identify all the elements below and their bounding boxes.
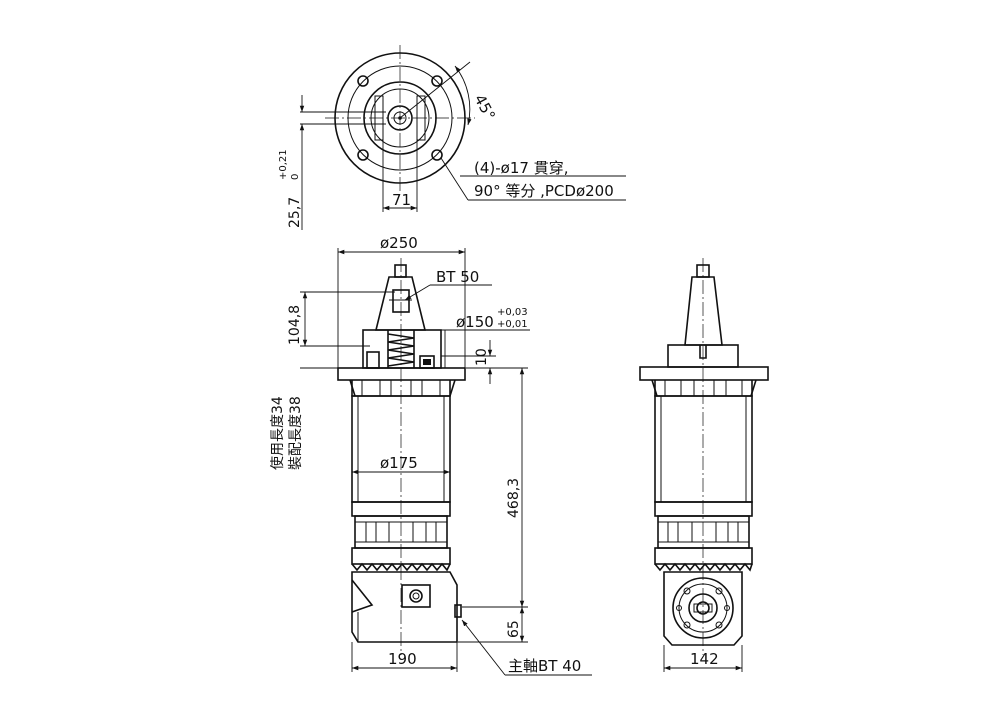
bt50-label: BT 50 bbox=[436, 268, 479, 286]
side-rib-slot-3 bbox=[727, 521, 739, 543]
pull-stud bbox=[394, 264, 407, 278]
left-key bbox=[366, 351, 380, 369]
bolt-hole-bl bbox=[357, 149, 369, 161]
front-view: ø250 BT 50 ø150 +0,03 +0,01 104,8 bbox=[269, 234, 592, 676]
side-view: 142 bbox=[639, 258, 769, 672]
head-left-detail bbox=[351, 579, 374, 613]
bolt-hole-tl bbox=[357, 75, 369, 87]
side-band-lower bbox=[654, 547, 753, 565]
rib-slot-1 bbox=[365, 521, 377, 543]
side-band-upper bbox=[654, 501, 753, 517]
side-bolt-2 bbox=[715, 587, 723, 595]
angle-45-label: 45° bbox=[470, 91, 498, 123]
side-bolt-3 bbox=[683, 621, 691, 629]
drive-key-fill bbox=[423, 359, 431, 365]
bt50-taper bbox=[374, 276, 427, 331]
spring bbox=[387, 333, 415, 367]
gear-teeth bbox=[351, 562, 451, 572]
dim-175-label: ø175 bbox=[380, 454, 418, 472]
spindle-leader bbox=[461, 619, 506, 676]
assembly-length-label: 裝配長度38 bbox=[288, 396, 304, 470]
dim-468-3-label: 468,3 bbox=[506, 478, 522, 518]
rib-slot-3 bbox=[425, 521, 437, 543]
dim-25-7-tol-lower: 0 bbox=[290, 174, 301, 180]
side-bolt-5 bbox=[676, 605, 682, 611]
side-collar-slot-3 bbox=[725, 379, 743, 397]
side-head-housing bbox=[663, 571, 743, 646]
dim-150-tol-lower: +0,01 bbox=[497, 319, 528, 330]
dim-10-label: 10 bbox=[474, 348, 490, 366]
side-collar-slot-1 bbox=[664, 379, 682, 397]
usage-length-label: 使用長度34 bbox=[269, 396, 286, 470]
dim-150-label: ø150 bbox=[456, 313, 494, 331]
dim-25-7-label: 25,7 bbox=[287, 197, 303, 228]
dim-104-8-label: 104,8 bbox=[287, 305, 303, 345]
side-taper bbox=[684, 276, 723, 346]
side-gear-teeth bbox=[654, 562, 753, 572]
output-nub bbox=[454, 604, 462, 618]
side-output-bore bbox=[696, 601, 710, 615]
angle-45-arc bbox=[454, 65, 472, 126]
spindle-label: 主軸BT 40 bbox=[508, 657, 581, 675]
side-main-body bbox=[654, 395, 753, 503]
side-collar-slot-2 bbox=[693, 379, 715, 397]
side-rib-slot-1 bbox=[667, 521, 679, 543]
dim-142-label: 142 bbox=[690, 650, 719, 668]
hole-note-line1: (4)-ø17 貫穿, bbox=[474, 159, 568, 177]
collar-slot-1 bbox=[361, 379, 381, 397]
hole-note-line2: 90° 等分 ,PCDø200 bbox=[474, 182, 614, 200]
side-main-flange bbox=[639, 366, 769, 381]
bolt-hole-tr bbox=[431, 75, 443, 87]
side-bolt-1 bbox=[683, 587, 691, 595]
dim-190-label: 190 bbox=[388, 650, 417, 668]
collar-chamfers bbox=[349, 379, 456, 397]
side-output-key bbox=[693, 603, 713, 613]
side-output-inner bbox=[688, 593, 718, 623]
dim-71-label: 71 bbox=[392, 191, 411, 209]
collar-slot-3 bbox=[421, 379, 441, 397]
top-view: 25,7 +0,21 0 71 45° (4)-ø17 貫穿, 90° 等分 ,… bbox=[278, 45, 626, 230]
side-output-outer bbox=[672, 577, 734, 639]
head-window-circle bbox=[409, 589, 423, 603]
main-flange-plate bbox=[337, 367, 466, 381]
side-output-pcd bbox=[678, 583, 728, 633]
rib-slot-2 bbox=[388, 521, 414, 543]
head-window-hub bbox=[412, 592, 420, 600]
side-collar bbox=[654, 380, 753, 397]
side-band-ribs bbox=[657, 515, 750, 549]
dim-25-7-tol-upper: +0,21 bbox=[278, 149, 289, 180]
bolt-hole-br bbox=[431, 149, 443, 161]
head-window bbox=[401, 584, 431, 608]
side-bolt-4 bbox=[715, 621, 723, 629]
dim-65-label: 65 bbox=[506, 620, 522, 638]
side-bolt-6 bbox=[724, 605, 730, 611]
dim-150-tol-upper: +0,03 bbox=[497, 307, 528, 318]
side-rib-slot-2 bbox=[691, 521, 717, 543]
hole-leader bbox=[440, 157, 469, 201]
side-collar-chamfers bbox=[651, 379, 757, 397]
dim-250-label: ø250 bbox=[380, 234, 418, 252]
bt50-leader bbox=[404, 284, 431, 301]
